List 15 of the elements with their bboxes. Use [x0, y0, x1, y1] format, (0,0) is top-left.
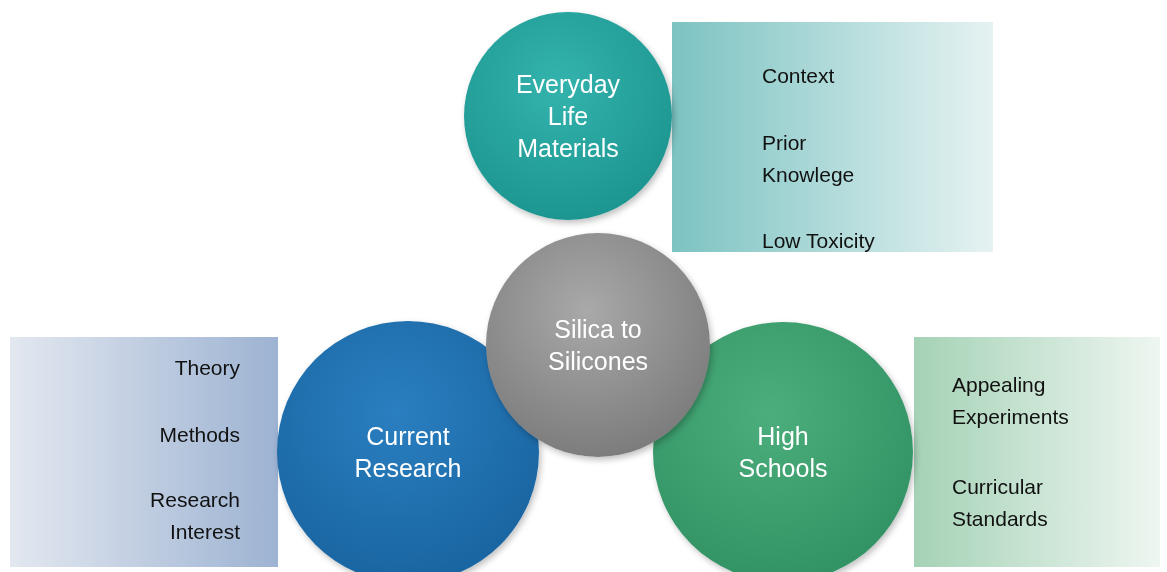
circle-label: High Schools: [737, 421, 829, 484]
band-item: Theory: [173, 355, 240, 381]
band-item: Appealing Experiments: [952, 372, 1070, 430]
gradient-band: [10, 337, 278, 567]
circle-label: Silica to Silicones: [548, 314, 648, 377]
gradient-band: [914, 337, 1160, 567]
circle-label: Current Research: [353, 421, 463, 484]
band-item: Research Interest: [149, 487, 240, 545]
band-item: Curricular Standards: [952, 474, 1049, 532]
gradient-band: [672, 22, 993, 252]
band-item: Methods: [158, 422, 240, 448]
circle-label: Everyday Life Materials: [514, 69, 622, 164]
band-item: Low Toxicity: [762, 228, 876, 254]
band-item: Context: [762, 63, 836, 89]
band-item: Prior Knowlege: [762, 130, 856, 188]
